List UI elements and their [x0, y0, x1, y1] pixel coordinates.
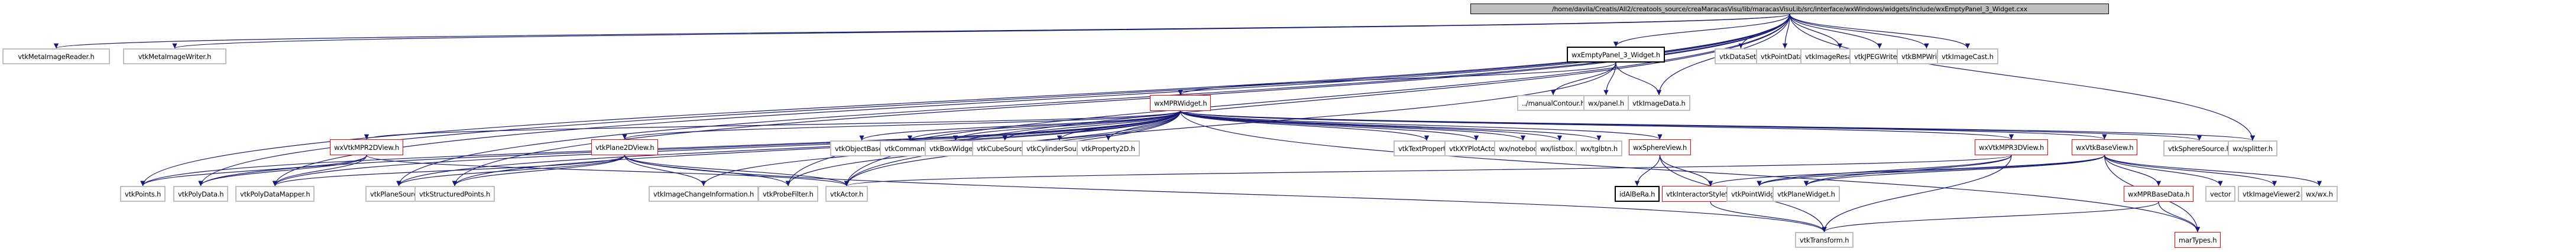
- edge-wxMPRWidget-to-vtkPolyDataMapper: [273, 110, 1181, 186]
- edge-root-to-vtkImageCast: [1789, 14, 1971, 49]
- edge-root-to-vtkPolyData: [198, 14, 1790, 186]
- edge-root-to-wxsplitter: [1789, 14, 2256, 141]
- node-vtk-image-change-information[interactable]: vtkImageChangeInformation.h: [649, 186, 759, 202]
- edge-root-to-vtkJPEGWriter: [1789, 14, 1882, 49]
- edge-vtkPlane2DView-to-vtkImageChangeInformation: [624, 155, 707, 186]
- edge-root-to-wxEmptyPanel3: [1613, 14, 1790, 47]
- edge-wxMPRWidget-to-wxtglbtn: [1180, 110, 1602, 141]
- edge-vtkPlane2DView-to-vtkPolyDataMapper: [272, 155, 626, 186]
- edge-wxMPRWidget-to-vtkCommand: [907, 110, 1181, 141]
- edge-wxSphereView-to-vtkInteractorStyleSphere: [1659, 155, 1713, 186]
- edge-wxVtkMPR3DView-to-vtkTransform: [1822, 155, 2012, 233]
- edge-root-to-vtkPoints: [140, 14, 1790, 186]
- node-wx-mprwidget[interactable]: wxMPRWidget.h: [1150, 95, 1211, 111]
- edge-wxVtkBaseView-to-vtkPlaneWidget: [1803, 155, 2105, 186]
- node-vtk-property2d[interactable]: vtkProperty2D.h: [1077, 140, 1140, 156]
- edge-vtkInteractorStyleSphere-to-vtkTransform: [1710, 201, 1827, 233]
- edge-wxMPRWidget-to-vtkObjectBase: [859, 110, 1181, 141]
- edge-wxVtkMPR2DView-to-vtkActor: [366, 155, 849, 186]
- edge-wxMPRWidget-to-vtkCubeSource: [1002, 110, 1181, 141]
- node-wxtglbtn[interactable]: wx/tglbtn.h: [1576, 140, 1622, 156]
- edge-wxMPRWidget-to-wxsplitter: [1180, 110, 2255, 141]
- node-wx-sphere-view[interactable]: wxSphereView.h: [1629, 139, 1692, 155]
- edge-wxEmptyPanel3-to-vtkActor: [844, 62, 1616, 186]
- edge-wxMPRWidget-to-wxnotebook: [1180, 110, 1526, 141]
- edge-wxMPRWidget-to-vtkPoints: [140, 110, 1181, 186]
- node-id-al-be-ra[interactable]: idAlBeRa.h: [1615, 186, 1660, 202]
- edge-vtkPlane2DView-to-vtkTransform: [624, 155, 1827, 233]
- edge-wxVtkBaseView-to-vtkPointWidget: [1757, 155, 2105, 186]
- node-vtk-sphere-source[interactable]: vtkSphereSource.h: [2163, 140, 2235, 156]
- node-wx-mprbase-data[interactable]: wxMPRBaseData.h: [2124, 186, 2194, 202]
- node-vtk-points[interactable]: vtkPoints.h: [120, 186, 166, 202]
- edge-wxEmptyPanel3-to-wxpanel: [1603, 62, 1616, 96]
- node-mar-types[interactable]: marTypes.h: [2175, 232, 2221, 248]
- edge-wxVtkBaseView-to-vtkImageViewer2: [2104, 155, 2277, 186]
- edge-root-to-vtkPlaneSource: [396, 14, 1790, 186]
- node-vtk-meta-image-reader[interactable]: vtkMetaImageReader.h: [2, 48, 110, 64]
- node-vtk-poly-data-mapper[interactable]: vtkPolyDataMapper.h: [235, 186, 315, 202]
- node-vtk-transform[interactable]: vtkTransform.h: [1795, 232, 1854, 248]
- edge-wxMPRWidget-to-vtkPolyData: [198, 110, 1181, 186]
- node-wx-vtk-mpr2dview[interactable]: wxVtkMPR2DView.h: [330, 139, 404, 155]
- node-vtk-actor[interactable]: vtkActor.h: [825, 186, 869, 202]
- edge-wxVtkMPR3DView-to-vtkPointWidget: [1757, 155, 2012, 186]
- root-source-file-node[interactable]: /home/davila/Creatis/All2/creatools_sour…: [1470, 4, 2109, 14]
- edge-wxVtkMPR2DView-to-vtkPolyDataMapper: [272, 155, 367, 186]
- edge-vtkPlane2DView-to-vtkActor: [624, 155, 850, 186]
- edge-wxMPRWidget-to-vtkXYPlotActor: [1180, 110, 1479, 141]
- edge-wxSphereView-to-idAlBeRa: [1634, 155, 1661, 186]
- edge-vtkPlane2DView-to-vtkStructuredPoints: [452, 155, 626, 186]
- node-vtk-image-cast[interactable]: vtkImageCast.h: [1937, 48, 1998, 64]
- node-wx-empty-panel3[interactable]: wxEmptyPanel_3_Widget.h: [1567, 47, 1665, 63]
- edge-wxMPRWidget-to-wxVtkMPR3DView: [1180, 110, 2014, 140]
- edge-vtkPlane2DView-to-vtkPlaneSource: [396, 155, 626, 186]
- edge-wxVtkMPR3DView-to-vtkActor: [844, 155, 2012, 186]
- edge-root-to-vtkImageResample: [1789, 14, 1843, 49]
- node-wxwx[interactable]: wx/wx.h: [2301, 186, 2338, 202]
- node-vtk-image-data[interactable]: vtkImageData.h: [1628, 95, 1690, 111]
- node-vtk-plane-widget[interactable]: vtkPlaneWidget.h: [1773, 186, 1840, 202]
- edge-root-to-vtkBMPWriter: [1789, 14, 1929, 49]
- edge-wxMPRWidget-to-vtkPlaneSource: [396, 110, 1181, 186]
- node-wxpanel[interactable]: wx/panel.h: [1583, 95, 1629, 111]
- edge-wxMPRBaseData-to-vtkTransform: [1822, 201, 2159, 233]
- edge-root-to-vtkStructuredPoints: [452, 14, 1790, 186]
- node-vtk-plane2dview[interactable]: vtkPlane2DView.h: [591, 139, 659, 155]
- node-manual-contour[interactable]: ../manualContour.h: [1517, 95, 1590, 111]
- edge-root-to-vtkMetaImageWriter: [173, 14, 1790, 49]
- edge-wxVtkBaseView-to-vector: [2104, 155, 2223, 186]
- edge-wxMPRWidget-to-wxlistbox: [1180, 110, 1562, 141]
- edge-wxEmptyPanel3-to-vtkImageData: [1615, 62, 1662, 96]
- node-vtk-image-viewer2[interactable]: vtkImageViewer2.h: [2238, 186, 2311, 202]
- node-wx-vtk-mpr3dview[interactable]: wxVtkMPR3DView.h: [1975, 139, 2049, 155]
- edge-wxMPRWidget-to-wxSphereView: [1180, 110, 1663, 140]
- node-vtk-poly-data[interactable]: vtkPolyData.h: [173, 186, 229, 202]
- node-wx-vtk-base-view[interactable]: wxVtkBaseView.h: [2072, 139, 2138, 155]
- node-vector[interactable]: vector: [2205, 186, 2236, 202]
- edge-wxMPRBaseData-to-marTypes: [2158, 201, 2201, 233]
- node-vtk-structured-points[interactable]: vtkStructuredPoints.h: [414, 186, 495, 202]
- edge-wxVtkMPR2DView-to-vtkPolyData: [198, 155, 367, 186]
- edge-root-to-vtkMetaImageReader: [54, 14, 1790, 49]
- edge-wxVtkBaseView-to-wxwx: [2104, 155, 2322, 186]
- edge-wxVtkBaseView-to-wxMPRBaseData: [2104, 155, 2162, 186]
- edge-wxMPRWidget-to-wxVtkMPR2DView: [364, 110, 1181, 140]
- node-vtk-probe-filter[interactable]: vtkProbeFilter.h: [758, 186, 818, 202]
- edge-wxVtkMPR2DView-to-vtkPoints: [140, 155, 367, 186]
- edge-wxEmptyPanel3-to-wxMPRWidget: [1178, 62, 1616, 96]
- edge-wxEmptyPanel3-to-manualContour: [1550, 62, 1616, 96]
- edge-wxMPRWidget-to-vtkPlane2DView: [622, 110, 1181, 140]
- node-wxsplitter[interactable]: wx/splitter.h: [2228, 140, 2277, 156]
- edge-wxMPRWidget-to-vtkBoxWidget: [952, 110, 1181, 141]
- edge-root-to-vtkPointData: [1782, 14, 1790, 49]
- edge-wxVtkBaseView-to-vtkInteractorStyleSphere: [1708, 155, 2105, 186]
- edge-wxMPRWidget-to-vtkTextProperty: [1180, 110, 1430, 141]
- node-vtk-meta-image-writer[interactable]: vtkMetaImageWriter.h: [123, 48, 226, 64]
